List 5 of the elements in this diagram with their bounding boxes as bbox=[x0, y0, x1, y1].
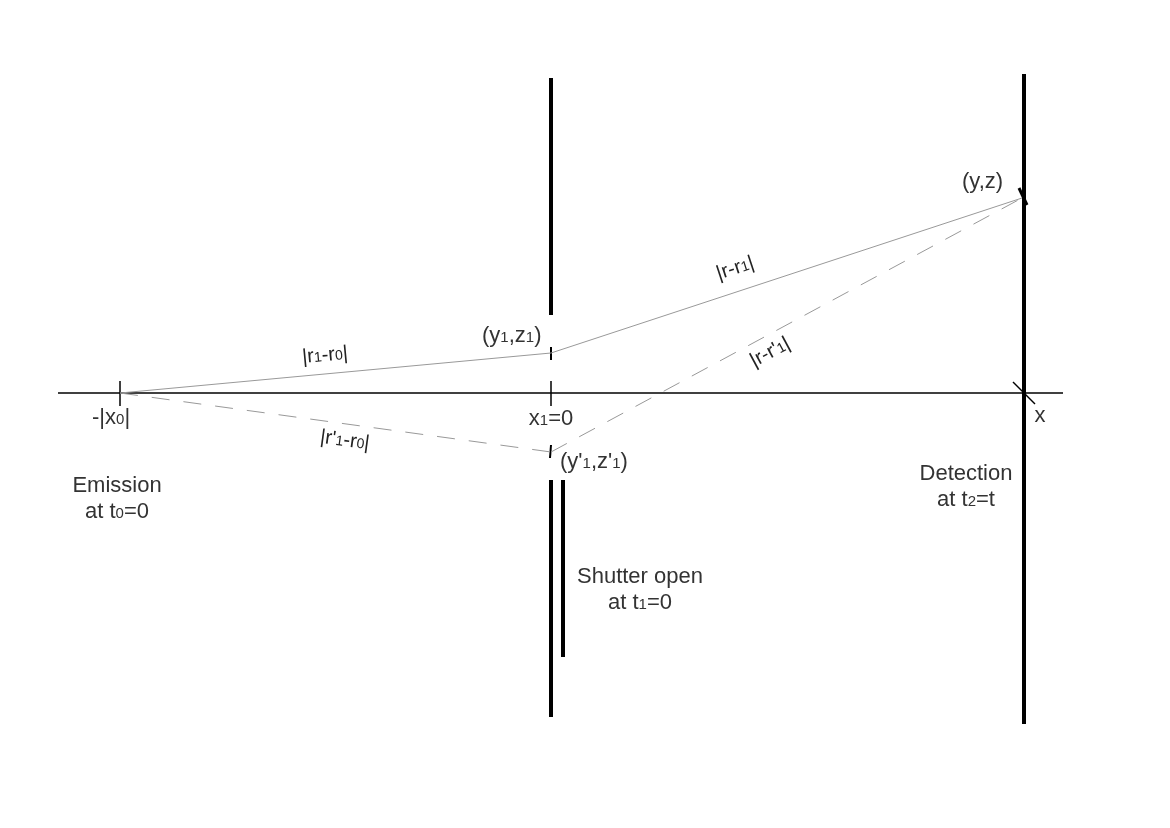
path-line bbox=[119, 352, 552, 394]
axis-label: x bbox=[1033, 402, 1047, 428]
path-line bbox=[550, 197, 1023, 354]
dashed-path-line bbox=[119, 392, 552, 453]
point-label: (y,z) bbox=[962, 168, 1004, 194]
